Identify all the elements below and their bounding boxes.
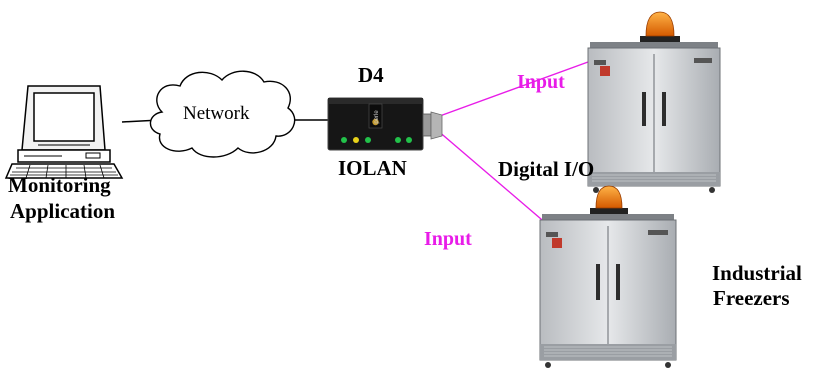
- network-label: Network: [183, 103, 250, 124]
- monitoring-label-line1: Monitoring: [8, 173, 111, 197]
- link-input-top: [436, 61, 589, 118]
- freezer-bottom-icon: [539, 185, 677, 368]
- network-cloud: [149, 70, 296, 158]
- iolan-device-icon: [327, 97, 443, 151]
- device-label-top: D4: [358, 63, 384, 87]
- digital-io-label: Digital I/O: [498, 157, 595, 181]
- freezer-top-icon: [587, 11, 721, 193]
- freezers-label-line2: Freezers: [713, 286, 790, 310]
- computer-icon: [4, 85, 124, 179]
- input-label-bottom: Input: [424, 228, 472, 250]
- device-label-bottom: IOLAN: [338, 156, 407, 180]
- input-label-top: Input: [517, 71, 565, 93]
- freezers-label-line1: Industrial: [712, 261, 802, 285]
- monitoring-label-line2: Application: [10, 199, 116, 223]
- link-input-bottom: [436, 129, 549, 226]
- device-brand-text: perle: [374, 110, 380, 124]
